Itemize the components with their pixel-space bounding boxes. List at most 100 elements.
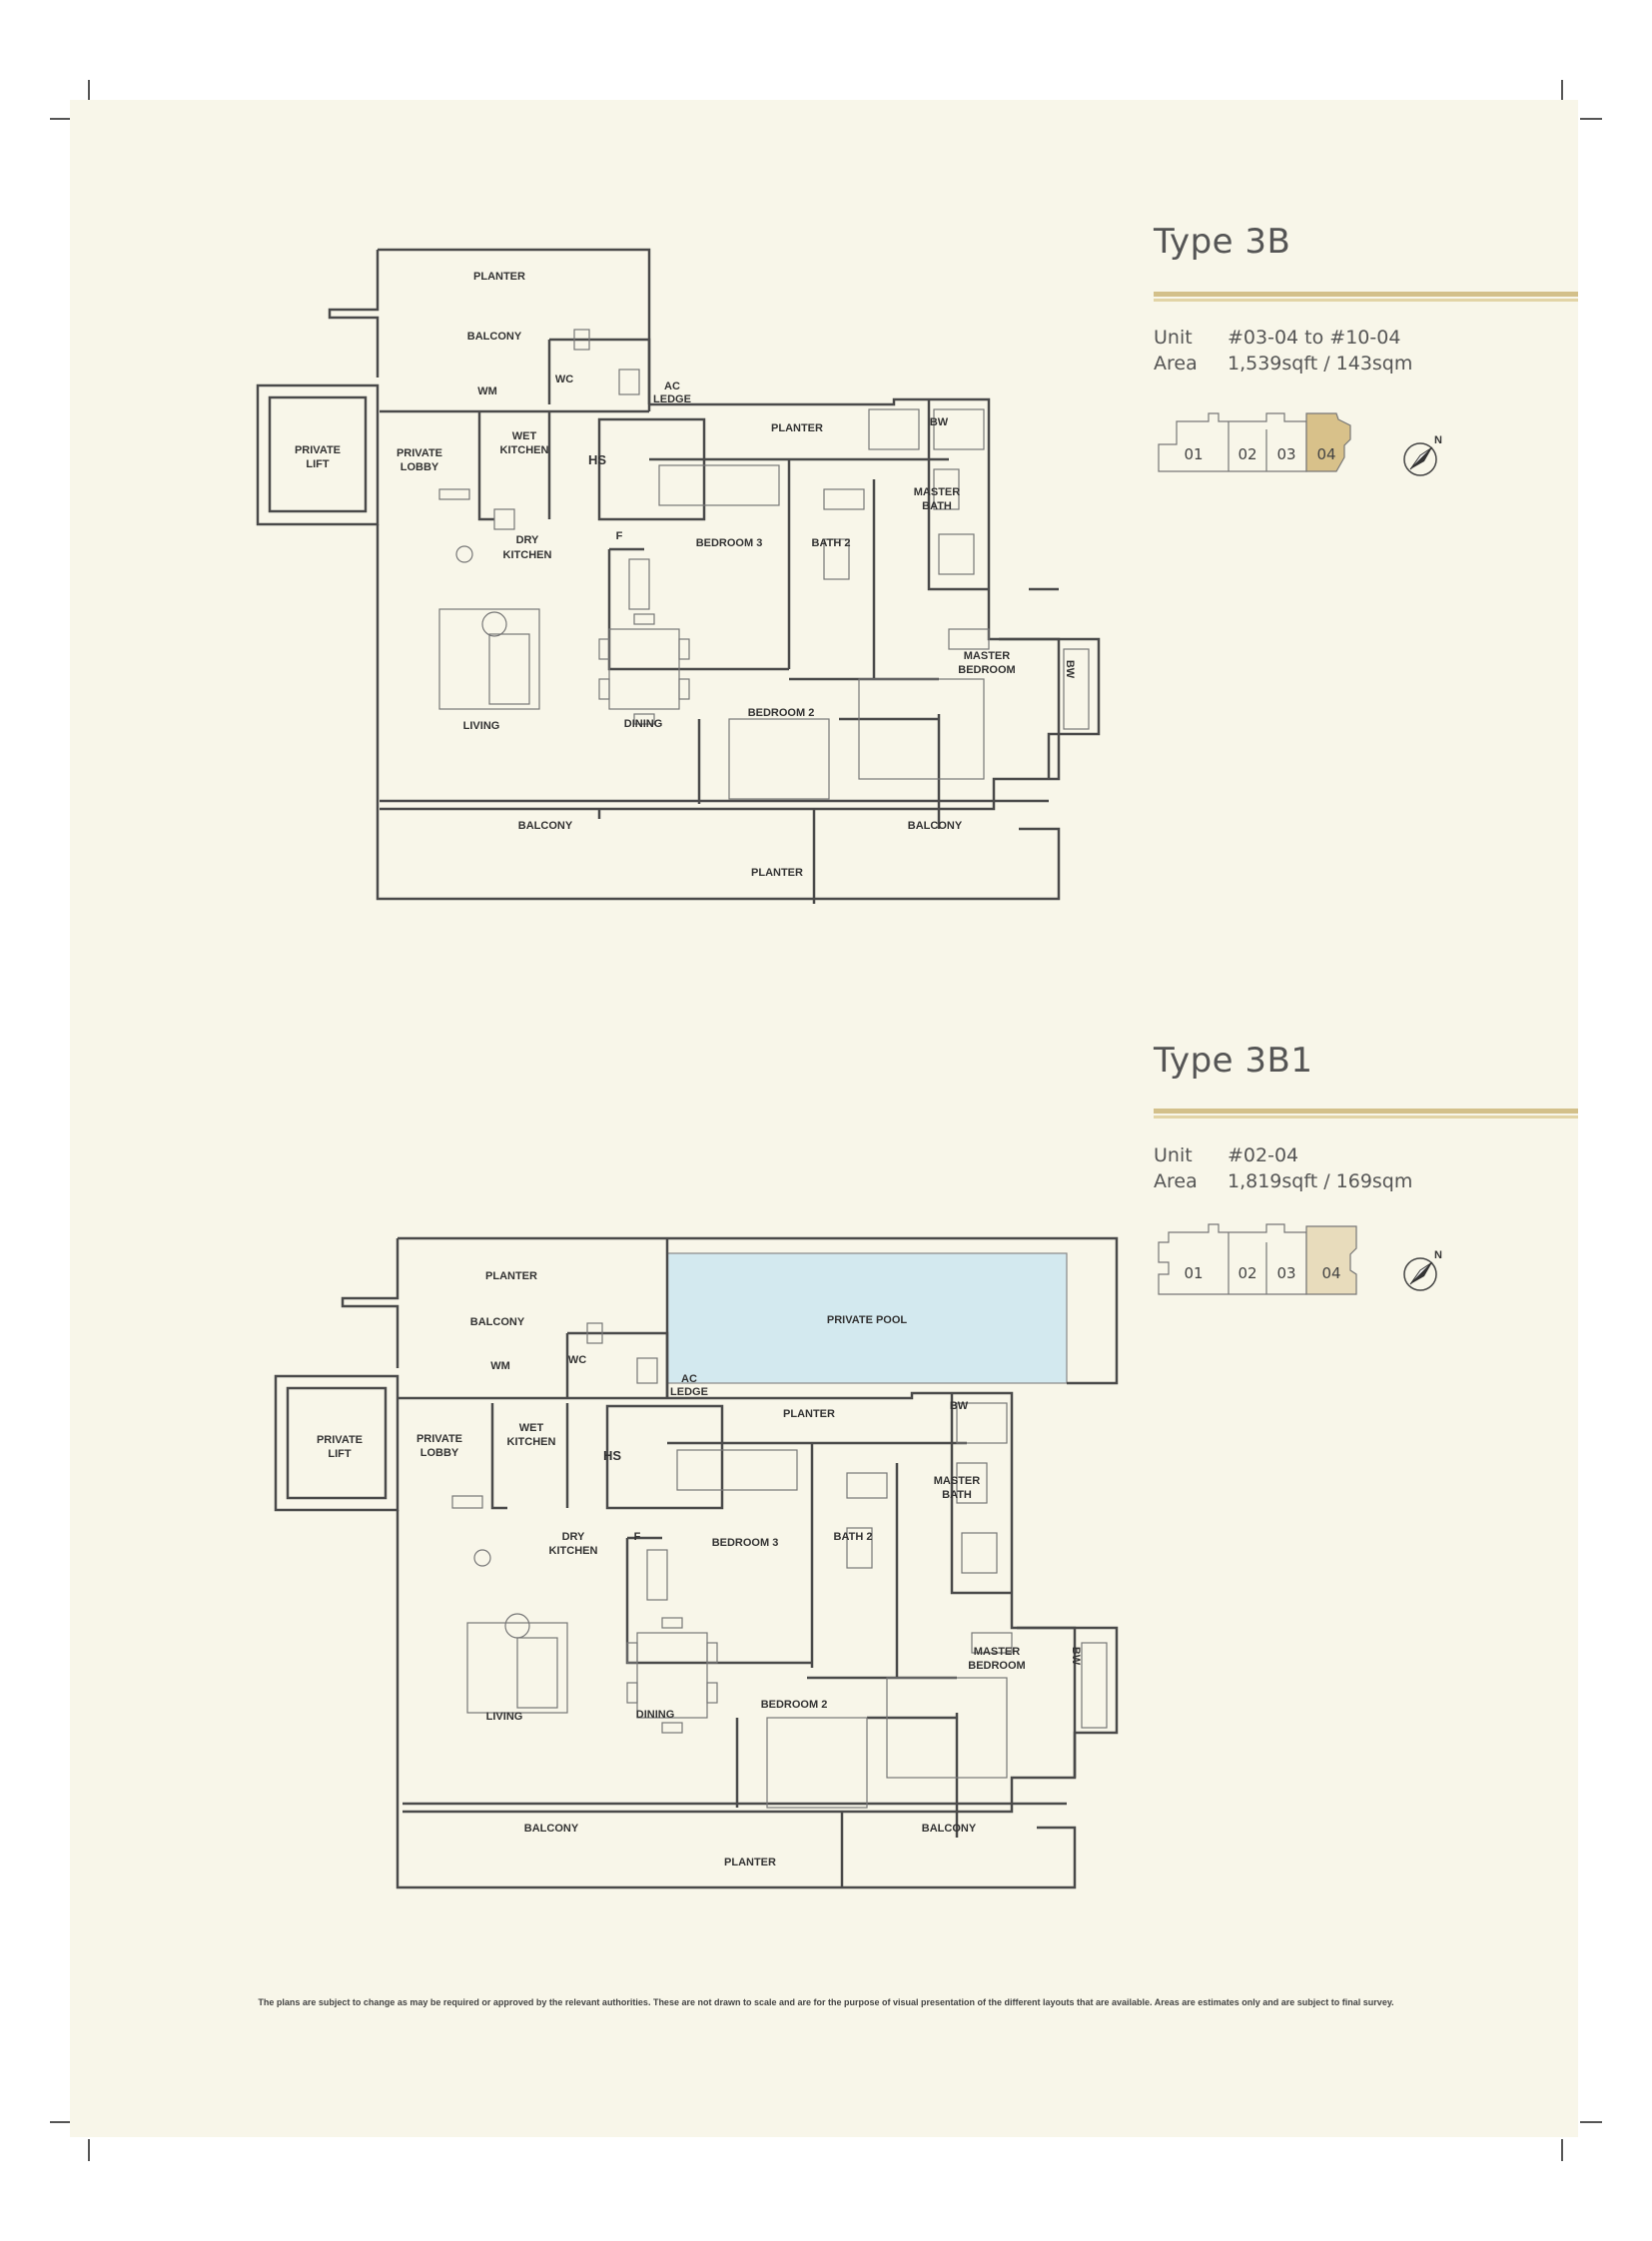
room-label: F: [634, 1531, 641, 1543]
key-plan-label: 03: [1276, 445, 1295, 463]
room-label: BW: [1064, 660, 1076, 679]
room-label: PLANTER: [473, 271, 525, 283]
room-label: LEDGE: [670, 1386, 708, 1398]
room-label: PRIVATE: [416, 1433, 462, 1445]
room-label: LIFT: [328, 1448, 351, 1460]
room-label: LIVING: [486, 1711, 523, 1723]
room-label: DRY: [516, 534, 539, 546]
crop-mark: [1580, 118, 1602, 120]
room-label: PLANTER: [751, 867, 803, 879]
key-plan-highlight: [1305, 1225, 1357, 1295]
unit-value: #03-04 to #10-04: [1228, 327, 1401, 349]
crop-mark: [1561, 2139, 1563, 2161]
room-label: BEDROOM: [958, 664, 1015, 676]
compass-icon: N: [1403, 1249, 1442, 1291]
room-label: BALCONY: [908, 820, 963, 832]
crop-mark: [50, 2121, 72, 2123]
room-label: KITCHEN: [549, 1545, 598, 1557]
room-label: LOBBY: [420, 1447, 459, 1459]
room-label: HS: [588, 452, 606, 467]
key-plan-label: 04: [1316, 445, 1335, 463]
room-label: BW: [1070, 1647, 1082, 1666]
unit-info: Unit #03-04 to #10-04 Area 1,539sqft / 143…: [1154, 325, 1412, 376]
unit-value: #02-04: [1228, 1144, 1299, 1166]
unit-label: Unit: [1154, 1144, 1193, 1166]
room-label: KITCHEN: [503, 549, 552, 561]
compass-letter: N: [1434, 1249, 1442, 1261]
disclaimer: The plans are subject to change as may b…: [258, 1997, 1394, 2007]
room-label: BALCONY: [922, 1823, 977, 1835]
room-label: PLANTER: [485, 1270, 537, 1282]
room-label: LIFT: [306, 458, 329, 470]
room-label: WET: [512, 430, 537, 442]
key-plan-highlight: [1305, 412, 1351, 472]
room-label: BALCONY: [470, 1316, 525, 1328]
room-label: KITCHEN: [500, 444, 549, 456]
key-plan: 01 02 03 04: [1158, 412, 1351, 472]
key-plan-label: 02: [1238, 445, 1256, 463]
room-label: MASTER: [964, 650, 1011, 662]
private-pool: [666, 1252, 1068, 1384]
room-label: WC: [568, 1354, 586, 1366]
key-plan: 01 02 03 04: [1158, 1223, 1357, 1295]
room-label: WM: [477, 385, 497, 397]
room-label: PLANTER: [771, 422, 823, 434]
room-label: BEDROOM 3: [712, 1537, 779, 1549]
room-label: BW: [930, 416, 949, 428]
room-label: BALCONY: [467, 331, 522, 343]
room-label: MASTER: [974, 1646, 1021, 1658]
room-label: AC: [681, 1373, 697, 1385]
crop-mark: [88, 2139, 90, 2161]
unit-label: Unit: [1154, 327, 1193, 349]
room-label: BEDROOM 3: [696, 537, 763, 549]
room-label: BATH 2: [812, 537, 851, 549]
room-label: LIVING: [463, 720, 500, 732]
room-label: LEDGE: [653, 393, 691, 405]
area-value: 1,819sqft / 169sqm: [1228, 1170, 1413, 1192]
room-label: DRY: [562, 1531, 585, 1543]
title-rule: [1154, 1109, 1578, 1119]
crop-mark: [50, 118, 72, 120]
room-label: BEDROOM: [968, 1660, 1025, 1672]
room-label: WET: [519, 1422, 544, 1434]
room-label: PRIVATE: [317, 1434, 363, 1446]
compass-icon: N: [1403, 434, 1442, 476]
room-label: BEDROOM 2: [748, 707, 815, 719]
room-label: BATH 2: [834, 1531, 873, 1543]
room-label: BATH: [922, 500, 952, 512]
room-label: F: [616, 530, 623, 542]
area-value: 1,539sqft / 143sqm: [1228, 353, 1413, 374]
room-label: WC: [555, 374, 573, 385]
room-label: PRIVATE: [295, 444, 341, 456]
room-label: AC: [664, 380, 680, 392]
room-label: DINING: [636, 1709, 675, 1721]
crop-mark: [88, 80, 90, 102]
room-label: DINING: [624, 718, 663, 730]
unit-info: Unit #02-04 Area 1,819sqft / 169sqm: [1154, 1142, 1412, 1194]
area-label: Area: [1154, 1170, 1198, 1192]
room-label: LOBBY: [401, 461, 439, 473]
plan-title: Type 3B: [1154, 222, 1291, 262]
room-label: BEDROOM 2: [761, 1699, 828, 1711]
room-label: PLANTER: [783, 1408, 835, 1420]
room-label: MASTER: [914, 486, 961, 498]
title-rule: [1154, 292, 1578, 302]
room-label: BALCONY: [518, 820, 573, 832]
floor-plan: PLANTER BALCONY WM WC AC LEDGE PLANTER B…: [256, 248, 1101, 904]
area-label: Area: [1154, 353, 1198, 374]
room-label: PRIVATE POOL: [827, 1314, 908, 1326]
floor-plan: PLANTER BALCONY PRIVATE POOL WM WC AC LE…: [274, 1236, 1119, 1889]
plan-title: Type 3B1: [1154, 1041, 1313, 1081]
crop-mark: [1580, 2121, 1602, 2123]
key-plan-label: 01: [1184, 1264, 1203, 1282]
room-label: PRIVATE: [397, 447, 442, 459]
room-label: BATH: [942, 1489, 972, 1501]
room-label: PLANTER: [724, 1857, 776, 1868]
room-label: MASTER: [934, 1475, 981, 1487]
room-label: HS: [603, 1448, 621, 1463]
key-plan-label: 01: [1184, 445, 1203, 463]
room-label: BALCONY: [524, 1823, 579, 1835]
compass-letter: N: [1434, 434, 1442, 446]
key-plan-label: 02: [1238, 1264, 1256, 1282]
key-plan-label: 04: [1321, 1264, 1340, 1282]
